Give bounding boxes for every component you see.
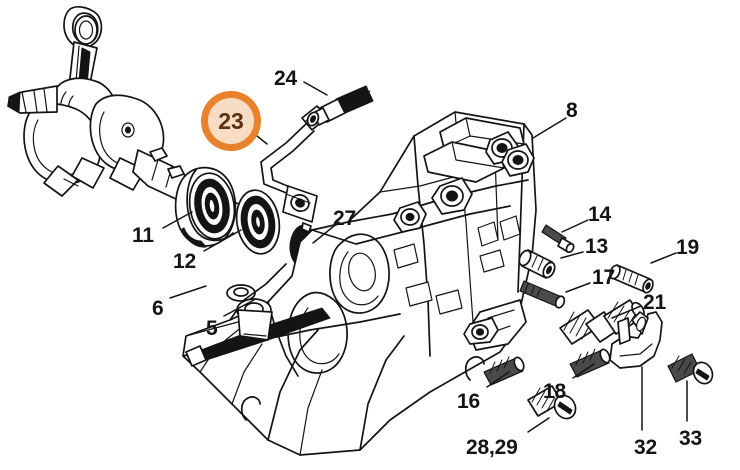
housing-boss-right <box>501 143 535 177</box>
label-18-leader <box>572 363 595 379</box>
label-33[interactable]: 33 <box>679 427 702 450</box>
leader-lines <box>162 81 688 433</box>
housing-pin-boss-a <box>463 317 499 345</box>
label-18[interactable]: 18 <box>543 380 566 403</box>
label-13-leader <box>560 251 584 259</box>
housing-boss-lower <box>393 201 427 233</box>
part-13-bushing <box>518 249 556 279</box>
label-6-leader <box>169 285 207 299</box>
label-14[interactable]: 14 <box>588 203 611 226</box>
highlighted-part-badge-23[interactable]: 23 <box>201 91 261 151</box>
part-11-ball-bearing <box>174 166 237 248</box>
label-5[interactable]: 5 <box>206 317 218 340</box>
label-8-leader <box>532 117 567 139</box>
label-14-leader <box>561 219 589 233</box>
part-23-impulse-hose <box>260 105 328 223</box>
label-17[interactable]: 17 <box>592 266 615 289</box>
label-28-29-leader <box>527 417 550 433</box>
label-8[interactable]: 8 <box>566 99 578 122</box>
label-13[interactable]: 13 <box>585 235 608 258</box>
label-19-leader <box>650 252 677 264</box>
label-27-leader <box>312 221 340 244</box>
part-12-oil-seal <box>235 189 281 255</box>
label-16-leader <box>486 371 510 388</box>
label-11-leader <box>162 211 193 229</box>
label-24[interactable]: 24 <box>274 67 297 90</box>
label-32[interactable]: 32 <box>634 436 657 459</box>
part-8-crankcase-housing <box>182 111 537 456</box>
label-12[interactable]: 12 <box>173 250 196 273</box>
label-24-leader <box>303 81 328 96</box>
crankshaft-assembly <box>7 6 247 218</box>
part-32-chain-catcher <box>609 311 663 369</box>
label-17-leader <box>565 282 591 293</box>
label-6[interactable]: 6 <box>152 297 164 320</box>
part-33-screw <box>667 353 714 385</box>
part-18-spacer-sleeve <box>569 348 611 378</box>
label-21-leader <box>611 305 642 319</box>
label-28-29[interactable]: 28,29 <box>466 436 518 459</box>
part-28-29-screw <box>527 385 577 420</box>
part-24-connector-nipple <box>306 85 374 127</box>
part-17-dowel-pin <box>519 280 566 309</box>
label-16[interactable]: 16 <box>457 390 480 413</box>
label-11[interactable]: 11 <box>132 224 154 247</box>
label-5-leader <box>223 299 255 317</box>
label-19[interactable]: 19 <box>676 236 699 259</box>
part-16-spacer-sleeve <box>483 356 525 386</box>
label-12-leader <box>203 229 242 252</box>
label-21[interactable]: 21 <box>643 291 666 314</box>
part-14-pin <box>541 224 575 254</box>
part-19-sleeve <box>609 264 654 294</box>
label-27[interactable]: 27 <box>333 207 356 230</box>
housing-boss-mid <box>431 177 473 215</box>
